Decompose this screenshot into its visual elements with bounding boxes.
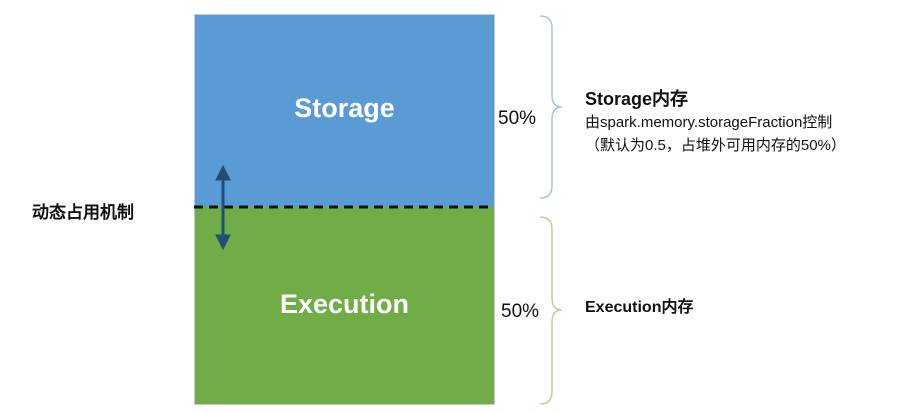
storage-desc-line2: （默认为0.5，占堆外可用内存的50%）	[585, 137, 846, 154]
execution-label: Execution	[279, 289, 410, 319]
storage-percent: 50%	[498, 108, 537, 129]
storage-brace	[539, 15, 563, 199]
execution-percent: 50%	[501, 301, 540, 322]
execution-block: Execution	[194, 207, 495, 405]
double-arrow-icon	[215, 164, 231, 251]
storage-label: Storage	[294, 93, 395, 123]
storage-title: Storage内存	[585, 89, 689, 109]
storage-desc-line1: 由spark.memory.storageFraction控制	[585, 114, 833, 131]
dynamic-occupancy-label: 动态占用机制	[32, 203, 134, 222]
execution-brace	[539, 216, 563, 405]
storage-block: Storage	[194, 14, 495, 208]
execution-title: Execution内存	[585, 299, 694, 316]
